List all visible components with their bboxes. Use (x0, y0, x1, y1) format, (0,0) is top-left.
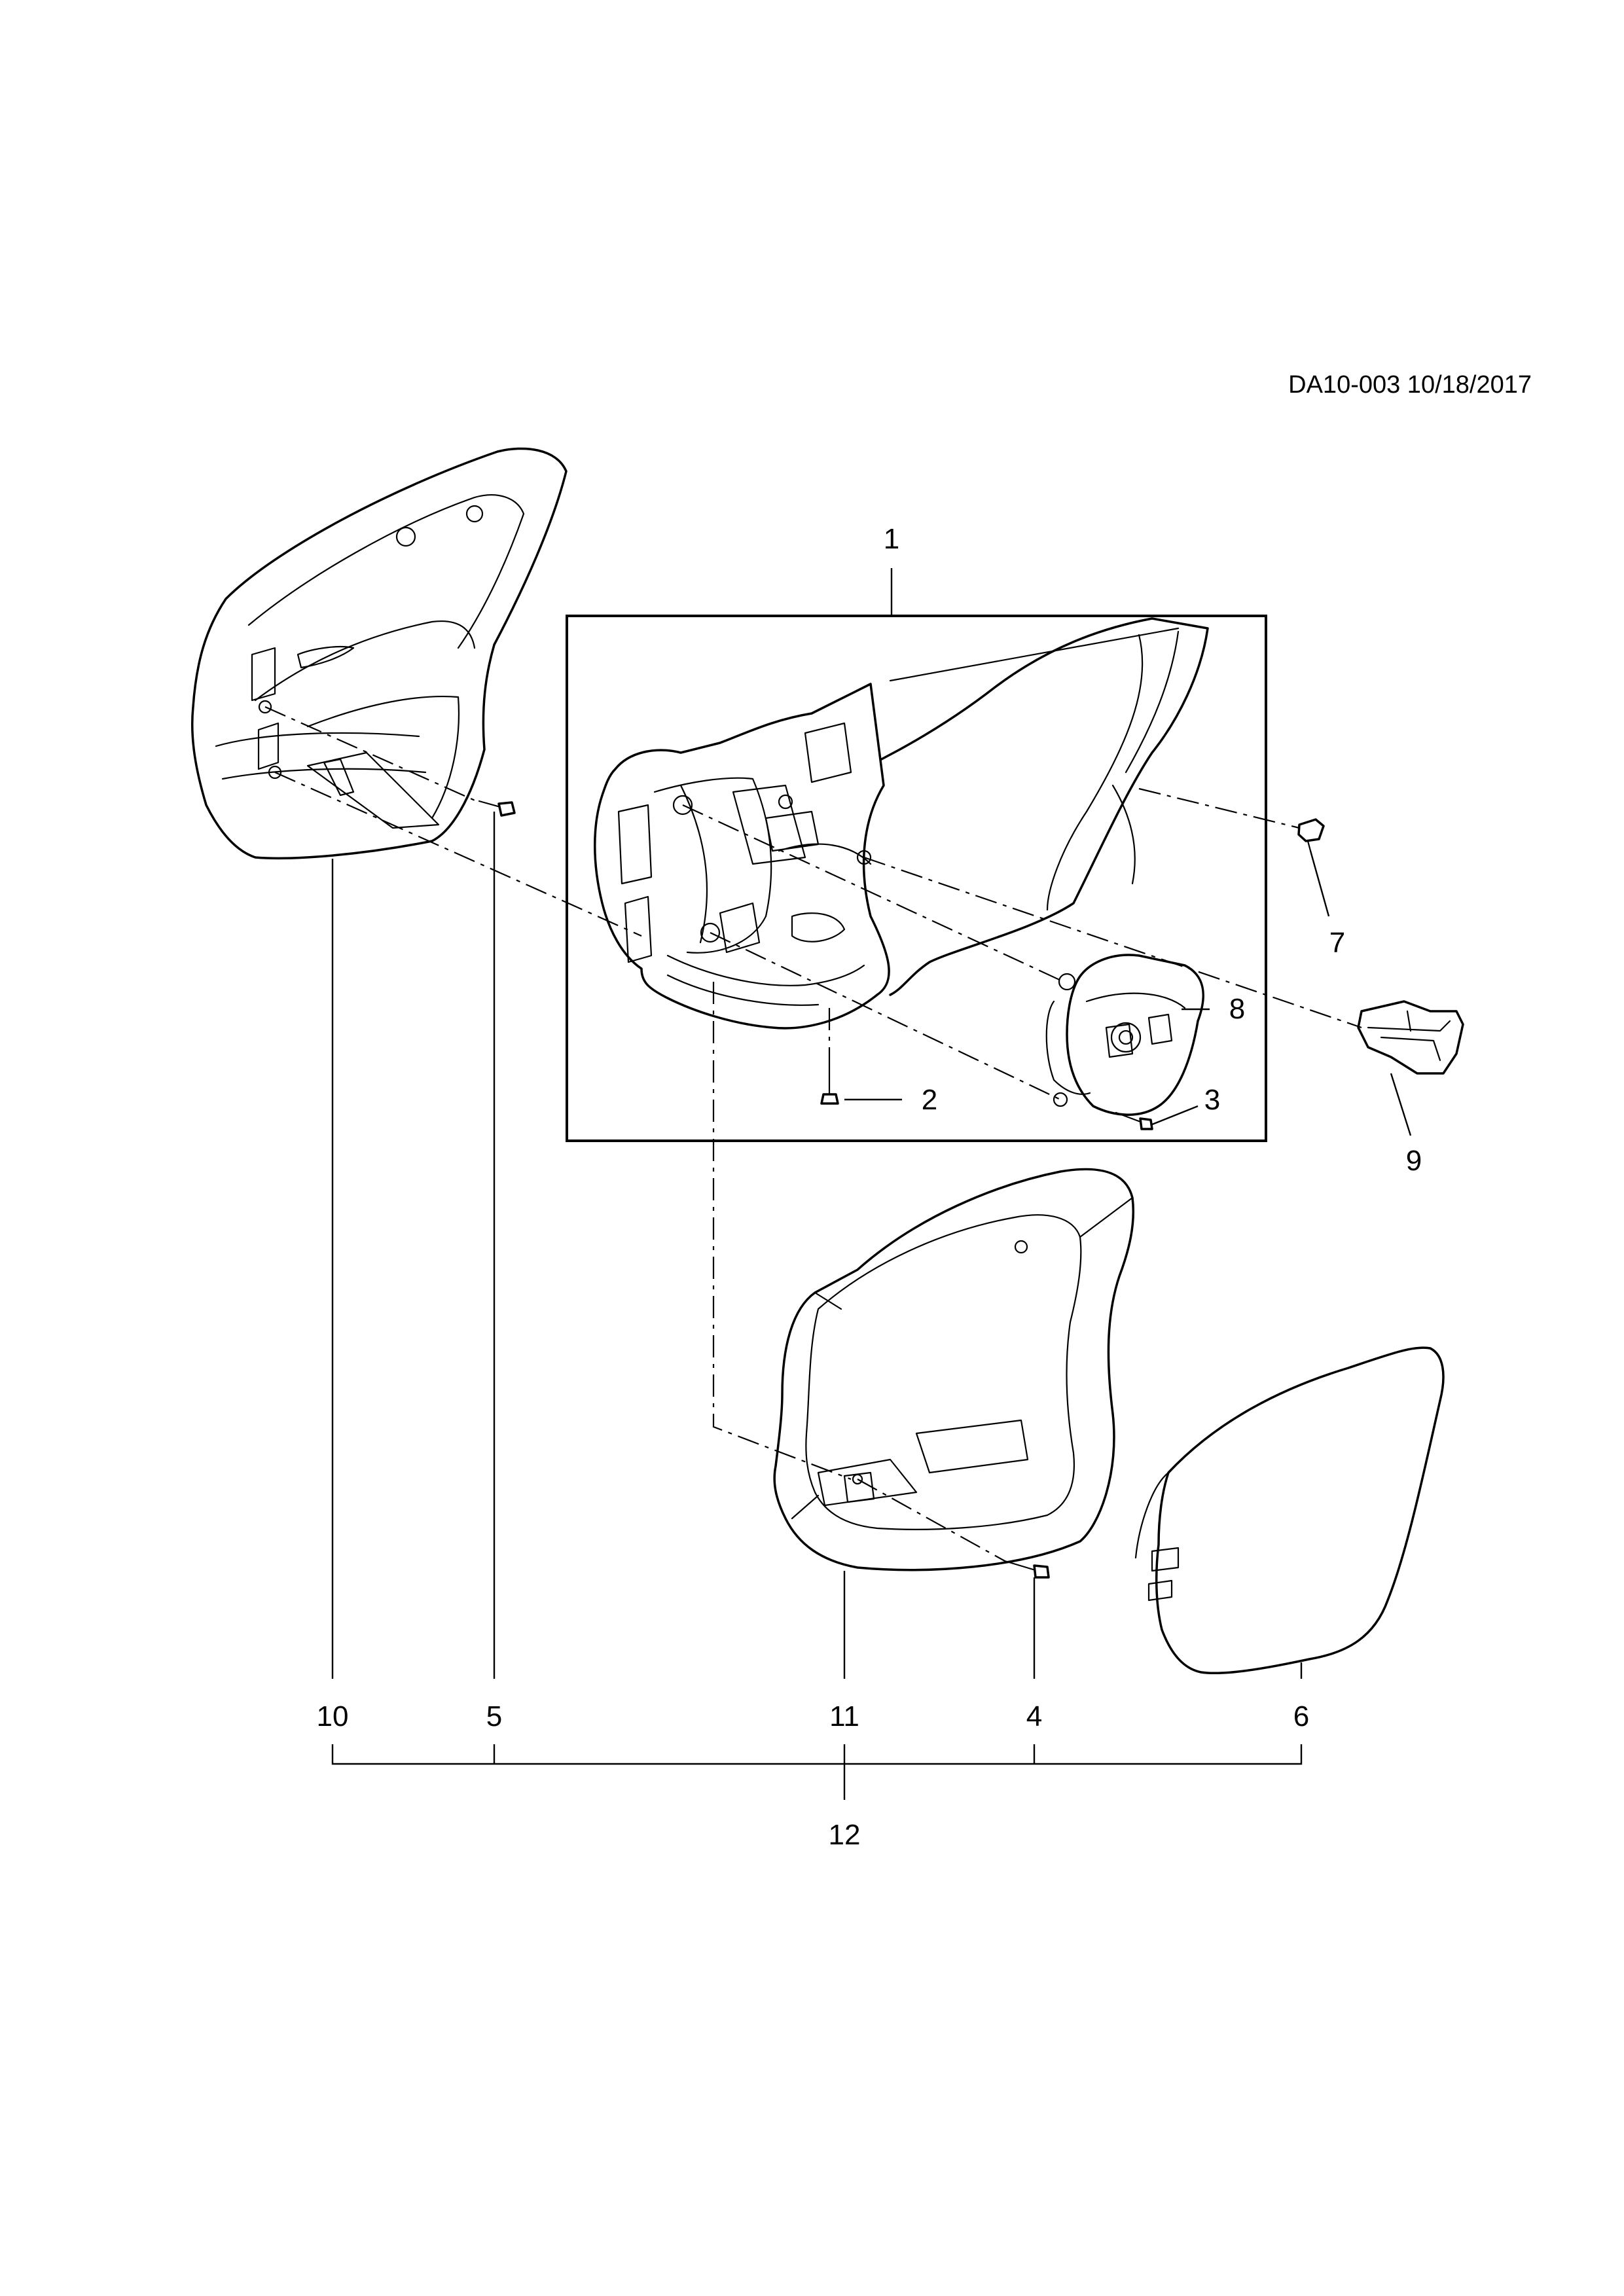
housing-cover-part (190, 447, 568, 860)
callout-9: 9 (1406, 1145, 1422, 1177)
assembly-line-base-motor-upper (682, 804, 1064, 982)
callout-12: 12 (829, 1819, 861, 1851)
mirror-glass-part (1134, 1346, 1445, 1675)
leader-3 (1151, 1105, 1199, 1126)
adjuster-motor-part (1045, 954, 1204, 1116)
drawing-id: DA10-003 10/18/2017 (1288, 371, 1532, 399)
assembly-bracket-12 (331, 1744, 1303, 1800)
assembly-line-base-clip (1138, 787, 1300, 829)
callout-11: 11 (829, 1700, 859, 1732)
side-lamp-part (1357, 1000, 1464, 1075)
assembly-frame (566, 615, 1267, 1142)
callout-4: 4 (1026, 1700, 1042, 1732)
assembly-line-motor-lamp (863, 856, 1362, 1029)
callout-1: 1 (884, 523, 899, 555)
screw-5-part (478, 800, 516, 817)
assembly-line-screw4 (857, 1479, 1005, 1562)
callout-10: 10 (317, 1700, 349, 1732)
assembly-line-base-motor-lower (710, 932, 1061, 1100)
callout-3: 3 (1204, 1084, 1220, 1116)
callout-7: 7 (1329, 927, 1345, 959)
screw-4-part (1003, 1560, 1050, 1579)
clip-part (1297, 818, 1325, 852)
callout-8: 8 (1229, 993, 1245, 1025)
assembly-line-housing-base (274, 771, 642, 937)
callout-5: 5 (486, 1700, 502, 1732)
leader-9 (1390, 1073, 1412, 1136)
leader-7 (1309, 850, 1330, 917)
screw-3-part (1115, 1111, 1153, 1130)
screw-2-part (820, 1059, 839, 1105)
assembly-line-base-bezel (712, 982, 852, 1480)
callout-2: 2 (922, 1084, 937, 1116)
callout-6: 6 (1293, 1700, 1309, 1732)
mirror-base-assembly-part (594, 617, 1209, 1030)
glass-bezel-part (773, 1168, 1135, 1571)
